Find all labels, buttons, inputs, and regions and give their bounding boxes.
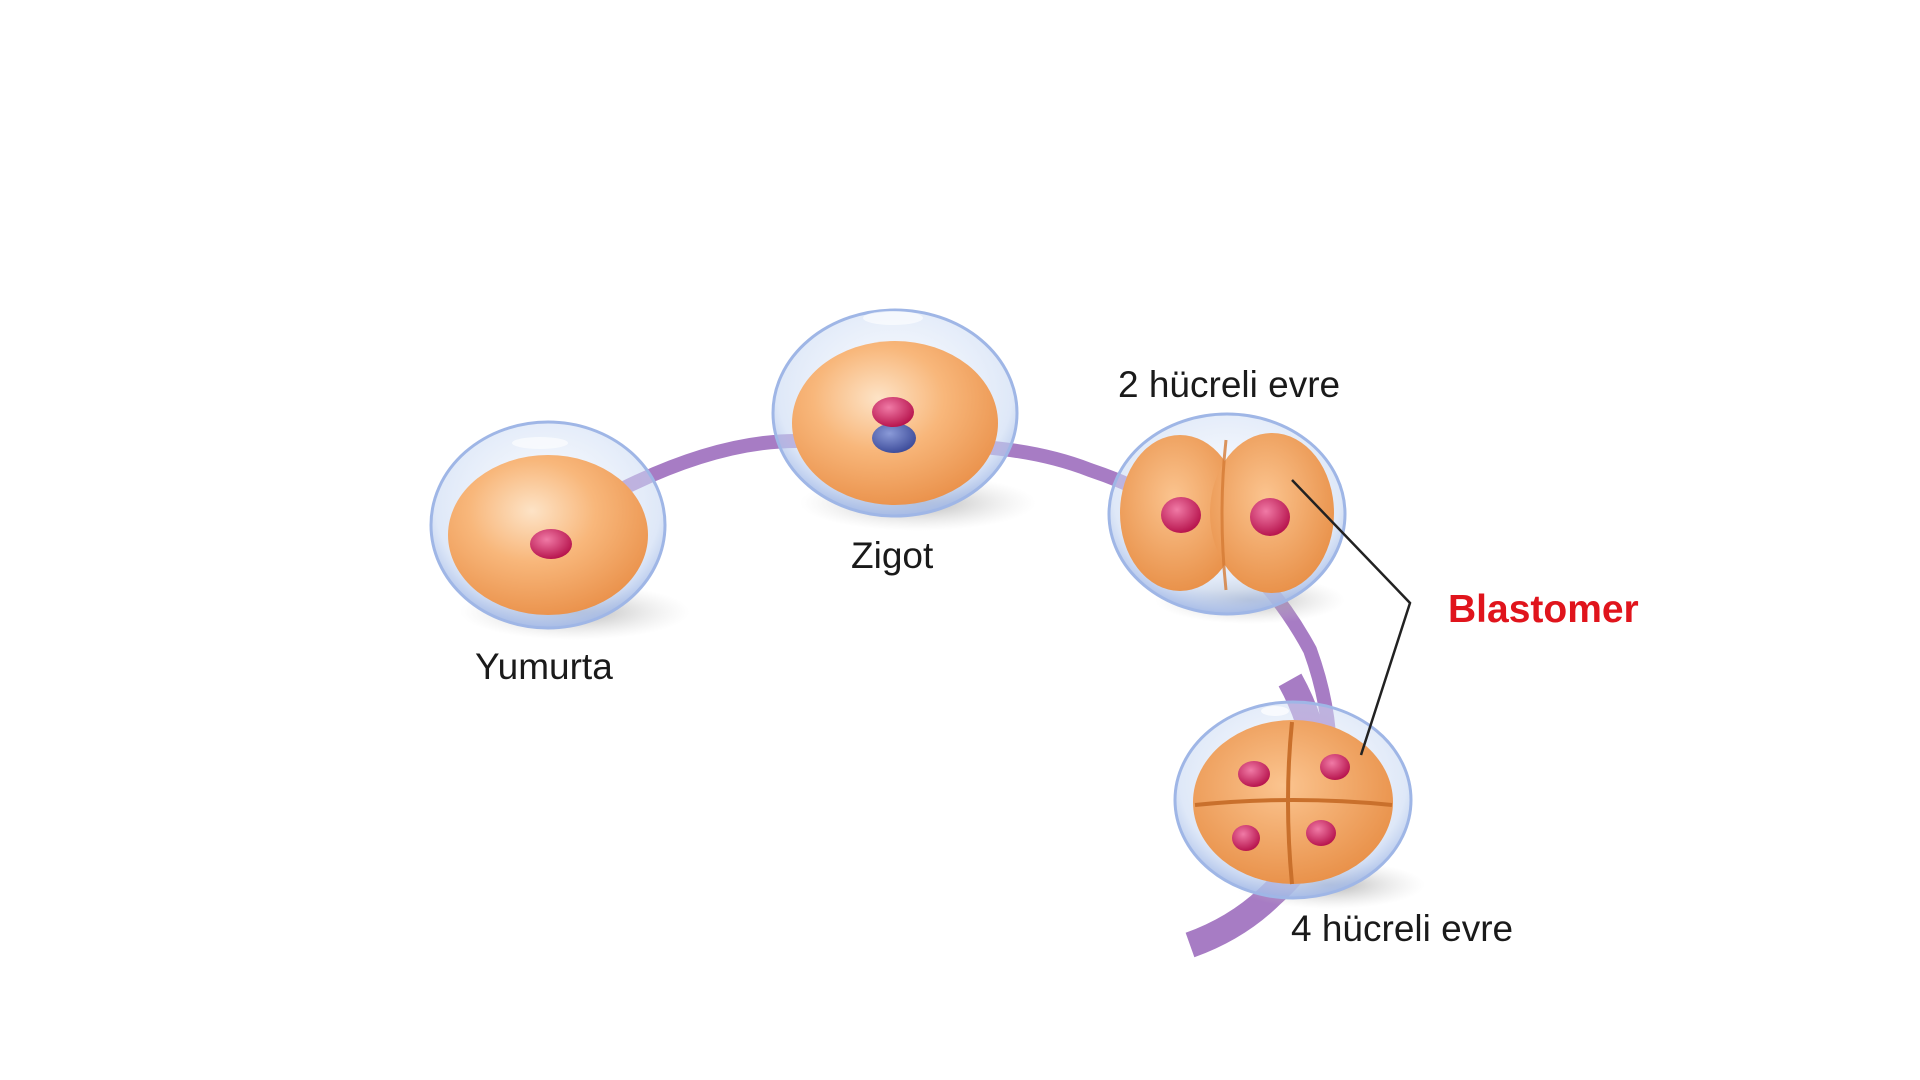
egg-nucleus: [530, 529, 572, 559]
zygote-label: Zigot: [851, 535, 934, 576]
egg-gloss: [512, 437, 568, 449]
four-cell-stage: [1173, 700, 1425, 909]
zygote-nucleus-blue: [872, 423, 916, 453]
two-cell-stage-label: 2 hücreli evre: [1118, 364, 1341, 405]
four-cell-nucleus-3: [1232, 825, 1260, 851]
zygote-gloss: [863, 311, 923, 325]
four-cell-nucleus-1: [1238, 761, 1270, 787]
four-cell-nucleus-4: [1306, 820, 1336, 846]
two-cell-nucleus-right: [1250, 498, 1290, 536]
egg-cell: [429, 420, 690, 640]
two-cell-stage: [1107, 412, 1347, 624]
zygote-cell: [771, 308, 1036, 531]
two-cell-division-line: [1220, 439, 1228, 591]
zygote-nucleus-pink: [872, 397, 914, 427]
four-cell-gloss: [1261, 706, 1289, 716]
four-cell-stage-label: 4 hücreli evre: [1291, 908, 1514, 949]
four-cell-nucleus-2: [1320, 754, 1350, 780]
four-cell-horizontal-cleavage: [1194, 798, 1393, 807]
egg-label: Yumurta: [475, 646, 613, 687]
blastomer-pointer: [1291, 479, 1412, 756]
two-cell-nucleus-left: [1161, 497, 1201, 533]
blastomer-label: Blastomer: [1448, 588, 1639, 631]
